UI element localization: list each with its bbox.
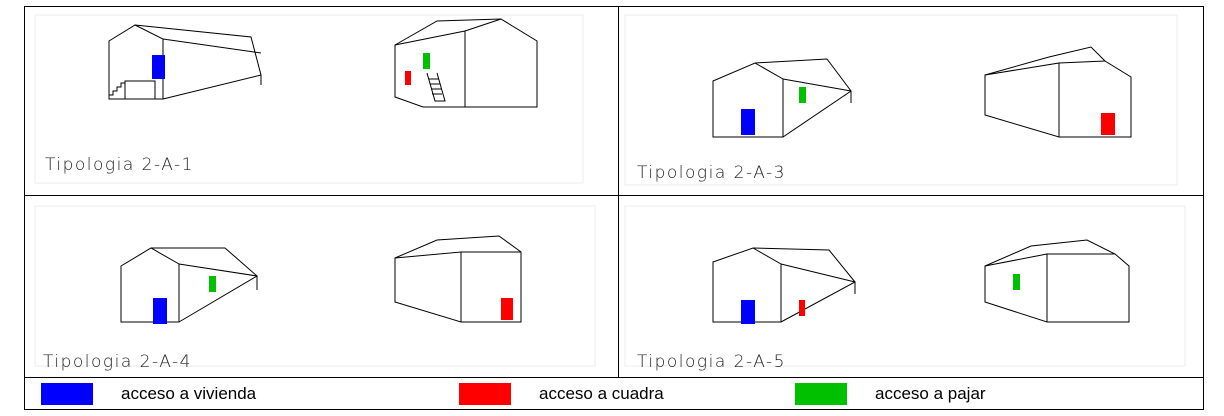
door-cuadra-4: [501, 298, 513, 320]
panel-2-a-4-drawing: [34, 205, 596, 367]
door-vivienda-3: [741, 109, 755, 135]
door-pajar-1: [423, 53, 430, 69]
caption-2-a-4: Tipologia 2-A-4: [43, 352, 192, 372]
house-2-a-4-left: [120, 247, 258, 323]
house-2-a-1-right: [394, 18, 538, 108]
legend-label-pajar: acceso a pajar: [875, 384, 986, 403]
door-cuadra-3: [1101, 113, 1115, 135]
legend-swatch-cuadra: [459, 383, 511, 405]
house-2-a-3-left: [712, 58, 852, 138]
panel-2-a-1: Tipologia 2-A-1: [25, 7, 618, 195]
caption-2-a-5: Tipologia 2-A-5: [637, 352, 786, 372]
legend-label-cuadra: acceso a cuadra: [539, 384, 664, 403]
caption-2-a-3: Tipologia 2-A-3: [637, 163, 786, 183]
door-vivienda-4: [153, 298, 167, 324]
legend-label-vivienda: acceso a vivienda: [121, 384, 257, 403]
panel-2-a-3-drawing: [624, 14, 1178, 186]
door-pajar-4: [209, 276, 216, 292]
legend-swatch-vivienda: [41, 383, 93, 405]
caption-2-a-1: Tipologia 2-A-1: [45, 155, 194, 175]
door-vivienda-1: [152, 55, 165, 79]
door-cuadra-1: [405, 71, 411, 85]
house-2-a-5-left: [712, 247, 856, 323]
house-2-a-5-right: [984, 239, 1130, 323]
legend-swatch-pajar: [795, 383, 847, 405]
house-2-a-1-left: [108, 24, 262, 100]
panel-2-a-3: Tipologia 2-A-3: [619, 7, 1204, 195]
panel-divider-horizontal: [25, 195, 1203, 196]
door-pajar-5: [1013, 274, 1020, 290]
door-vivienda-5: [741, 300, 755, 324]
legend: acceso a vivienda acceso a cuadra acceso…: [25, 378, 1203, 410]
panel-divider-vertical: [618, 7, 619, 377]
panel-2-a-1-drawing: [34, 14, 584, 184]
door-pajar-3: [799, 87, 806, 103]
panel-2-a-4: Tipologia 2-A-4: [25, 196, 618, 377]
house-2-a-3-right: [984, 46, 1132, 138]
figure-frame: Tipologia 2-A-1 Tipologia 2-A-3: [24, 6, 1204, 410]
door-cuadra-5: [799, 300, 805, 316]
house-2-a-4-right: [394, 235, 522, 323]
legend-divider: [25, 377, 1203, 378]
panel-2-a-5: Tipologia 2-A-5: [619, 196, 1204, 377]
panel-2-a-5-drawing: [624, 205, 1186, 367]
